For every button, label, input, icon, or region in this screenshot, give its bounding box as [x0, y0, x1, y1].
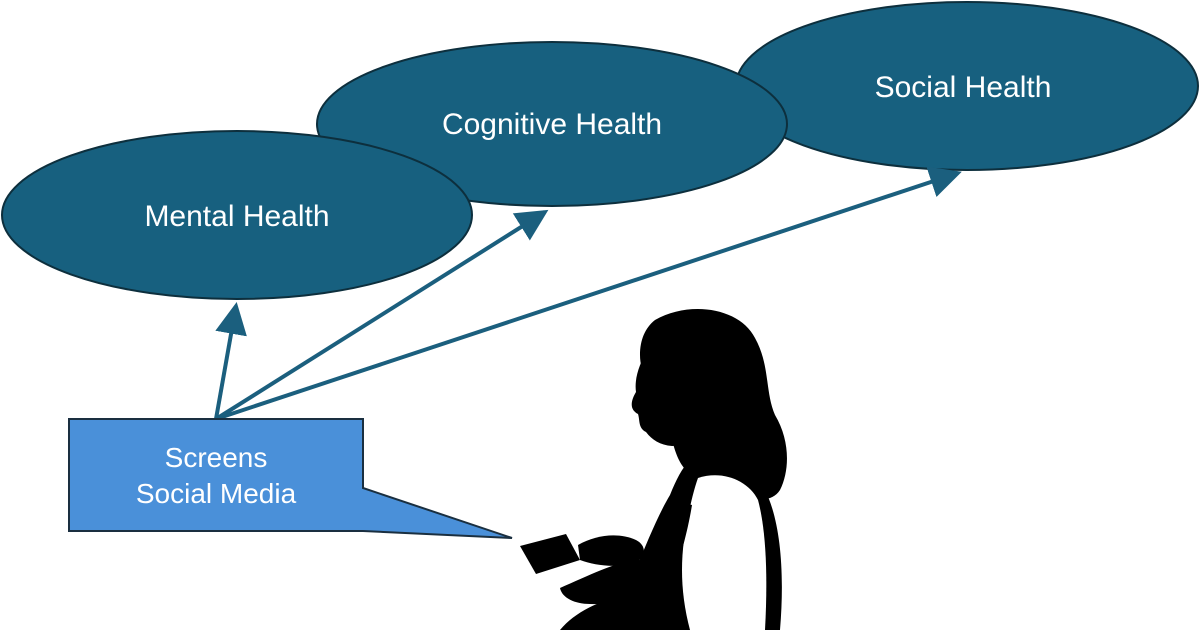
- cognitive-health-ellipse: [316, 41, 788, 207]
- screens-callout-box: [68, 418, 513, 539]
- arrow-to-social-health: [215, 166, 962, 421]
- mental-health-ellipse: [1, 130, 473, 300]
- callout-line-screens: Screens: [165, 442, 268, 473]
- arrow-to-mental-health: [214, 302, 247, 420]
- arm-outline: [648, 500, 692, 580]
- arrow-to-cognitive-health: [214, 209, 549, 421]
- cognitive-health-label: Cognitive Health: [442, 108, 662, 141]
- callout-line-social-media: Social Media: [136, 478, 297, 509]
- social-health-label: Social Health: [875, 71, 1052, 104]
- shirt-highlight: [682, 475, 767, 630]
- mental-health-label: Mental Health: [144, 200, 329, 233]
